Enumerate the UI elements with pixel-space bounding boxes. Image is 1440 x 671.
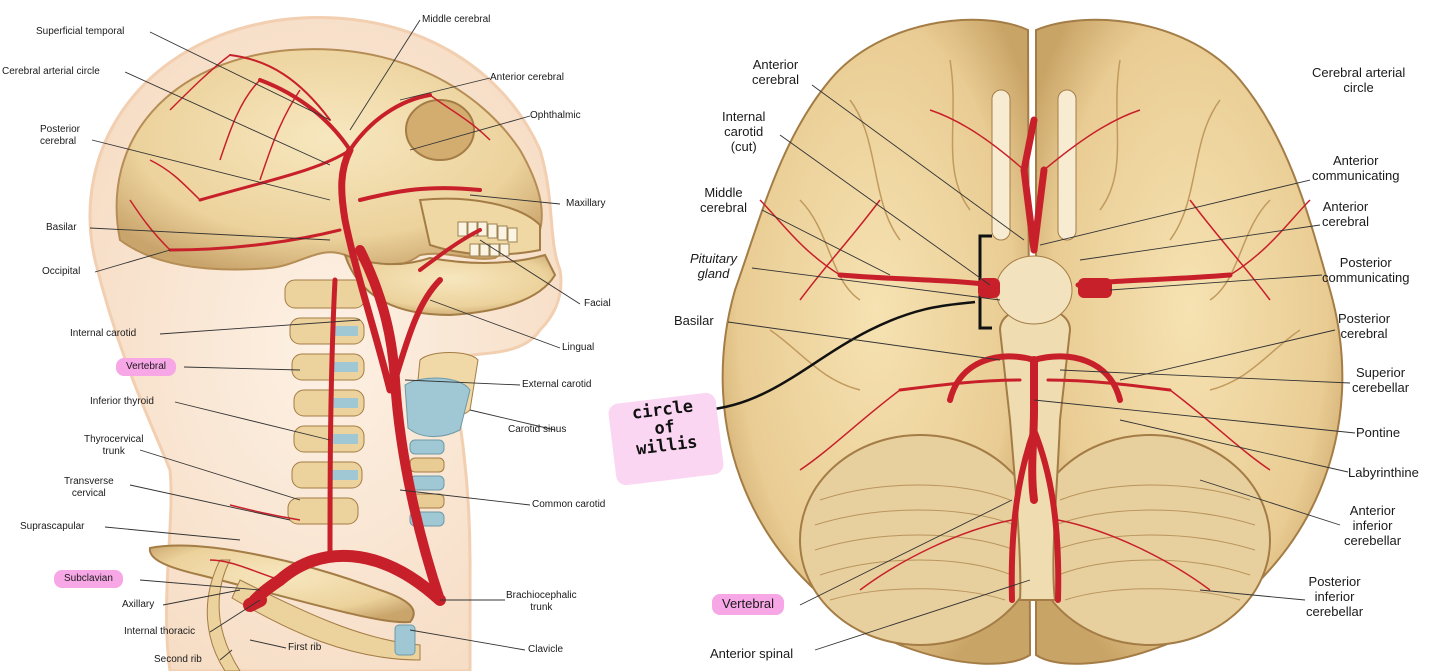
olfactory-tract-right	[1057, 89, 1077, 241]
label-clavicle: Clavicle	[528, 644, 564, 655]
label-basilar-left: Basilar	[46, 222, 77, 233]
label-internal-carotid-left: Internal carotid	[70, 328, 137, 339]
label-middle-cerebral-right: Middle cerebral	[700, 185, 747, 215]
label-vertebral-right-highlighted: Vertebral	[712, 594, 785, 615]
label-external-carotid: External carotid	[522, 379, 592, 390]
arterial-branches-right	[759, 109, 1311, 591]
label-labyrinthine: Labyrinthine	[1348, 465, 1419, 480]
label-middle-cerebral-left: Middle cerebral	[422, 14, 491, 25]
label-inferior-thyroid: Inferior thyroid	[90, 396, 154, 407]
label-posterior-cerebral-right: Posterior cerebral	[1338, 311, 1391, 341]
label-pontine: Pontine	[1356, 425, 1401, 440]
cerebellum-right	[1029, 434, 1271, 646]
olfactory-tract-left	[991, 89, 1011, 241]
label-carotid-sinus: Carotid sinus	[508, 424, 567, 435]
second-rib-bone	[206, 559, 241, 671]
label-thyrocervical-trunk: Thyrocervical trunk	[84, 434, 144, 457]
label-common-carotid: Common carotid	[532, 499, 606, 510]
label-internal-thoracic: Internal thoracic	[124, 626, 196, 637]
arteries-right	[837, 116, 1233, 603]
label-axillary: Axillary	[122, 599, 155, 610]
label-cerebral-arterial-circle-left: Cerebral arterial circle	[2, 66, 100, 77]
orbit	[405, 99, 475, 161]
label-ophthalmic: Ophthalmic	[530, 110, 581, 121]
label-anterior-cerebral-right-side: Anterior cerebral	[1322, 199, 1369, 229]
label-maxillary: Maxillary	[566, 198, 606, 209]
costal-cartilage	[394, 624, 416, 656]
label-facial: Facial	[584, 298, 611, 309]
label-anterior-cerebral-left: Anterior cerebral	[490, 72, 564, 83]
leader-lines	[89, 19, 1356, 661]
head-neck-illustration	[88, 16, 563, 671]
mandible	[343, 253, 557, 317]
handwritten-note-circle-of-willis: circle of willis	[607, 391, 725, 487]
label-basilar-right: Basilar	[674, 313, 714, 328]
label-anterior-spinal: Anterior spinal	[710, 646, 794, 661]
label-internal-carotid-cut: Internal carotid (cut)	[722, 109, 766, 154]
label-pituitary-gland: Pituitary gland	[690, 251, 737, 281]
label-anterior-inferior-cerebellar: Anterior inferior cerebellar	[1344, 503, 1402, 548]
label-posterior-cerebral-left: Posterior cerebral	[40, 124, 81, 147]
label-posterior-communicating: Posterior communicating	[1322, 255, 1410, 285]
label-brachiocephalic-trunk: Brachiocephalic trunk	[506, 590, 577, 613]
label-anterior-cerebral-right-left-side: Anterior cerebral	[752, 57, 799, 87]
label-cerebral-arterial-circle-right: Cerebral arterial circle	[1312, 65, 1406, 95]
label-vertebral-left-highlighted: Vertebral	[116, 358, 177, 376]
label-first-rib: First rib	[288, 642, 322, 653]
label-superficial-temporal: Superficial temporal	[36, 26, 125, 37]
first-rib-bone	[231, 579, 421, 661]
pituitary-region	[995, 255, 1073, 325]
label-suprascapular: Suprascapular	[20, 521, 85, 532]
label-second-rib: Second rib	[154, 654, 202, 665]
cerebellar-folia	[814, 484, 1256, 601]
label-superior-cerebellar: Superior cerebellar	[1352, 365, 1410, 395]
brain-inferior-illustration	[704, 18, 1344, 665]
label-occipital: Occipital	[42, 266, 81, 277]
label-subclavian-highlighted: Subclavian	[54, 570, 123, 588]
cerebellum-left	[799, 434, 1041, 646]
gyri	[769, 59, 1301, 391]
arterial-branches-left	[129, 54, 491, 581]
label-transverse-cervical: Transverse cervical	[64, 476, 114, 499]
label-posterior-inferior-cerebellar: Posterior inferior cerebellar	[1306, 574, 1364, 619]
note-pointer-line	[704, 300, 976, 412]
label-anterior-communicating: Anterior communicating	[1312, 153, 1400, 183]
label-lingual: Lingual	[562, 342, 595, 353]
carotid-stumps	[978, 278, 1112, 298]
